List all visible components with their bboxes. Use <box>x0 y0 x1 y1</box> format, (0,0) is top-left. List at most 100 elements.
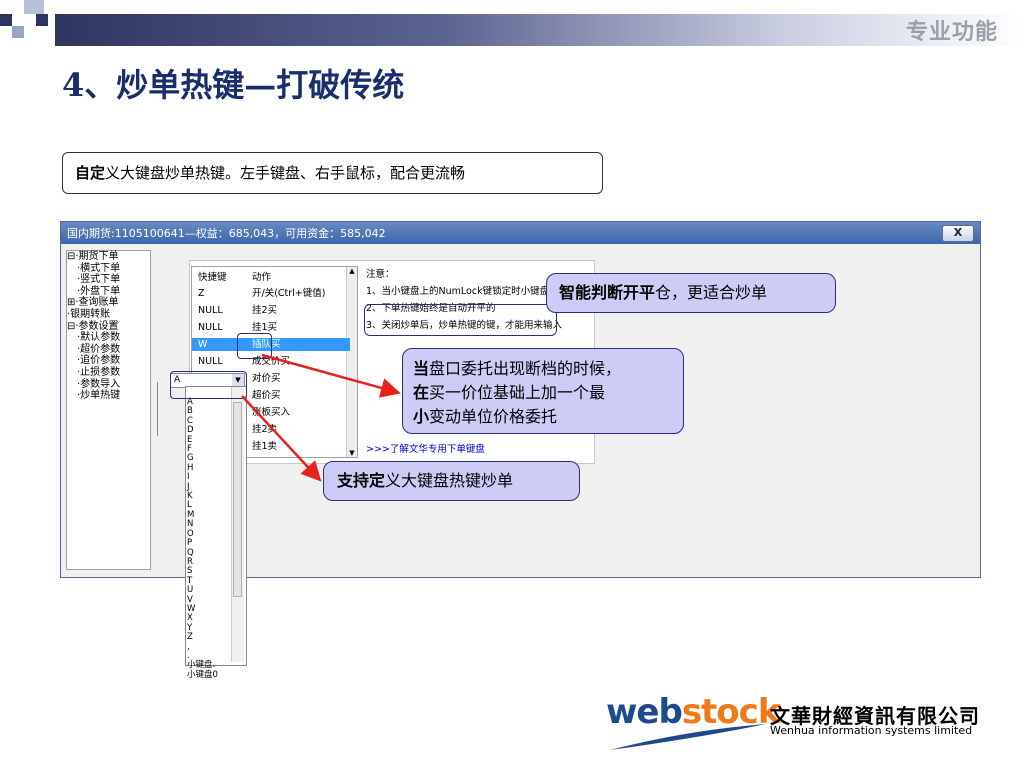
key-option[interactable]: G <box>187 453 194 464</box>
callout-smart-text: 仓，更适合炒单 <box>655 283 768 302</box>
col-header-action: 动作 <box>252 272 272 283</box>
tree-item[interactable]: ⊟·参数设置 <box>67 320 119 332</box>
key-option[interactable]: V <box>187 594 193 605</box>
company-name-cn: 文華財經資訊有限公司 <box>770 704 980 728</box>
key-option[interactable]: E <box>187 434 193 445</box>
tree-item[interactable]: ·默认参数 <box>67 332 121 344</box>
scroll-up-icon[interactable]: ▲ <box>349 267 355 275</box>
key-option[interactable]: Q <box>187 547 194 558</box>
dropdown-scrollbar[interactable] <box>231 387 244 662</box>
tree-item[interactable]: ·追价参数 <box>67 355 121 367</box>
window-title: 国内期货:1105100641—权益：685,043，可用资金：585,042 <box>67 227 386 240</box>
key-option[interactable]: U <box>187 585 194 596</box>
callout-custom-hotkey: 支持定义大键盘热键炒单 <box>323 461 580 501</box>
note-line: 1、当小键盘上的NumLock键锁定时小键盘上的值有效 <box>366 286 597 297</box>
scroll-down-icon[interactable]: ▼ <box>349 449 355 457</box>
callout-gap-order: 当盘口委托出现断档的时候， 在买一价位基础上加一个最 小变动单位价格委托 <box>402 348 684 434</box>
table-row[interactable]: NULL 挂2买 <box>192 304 350 317</box>
key-option[interactable]: X <box>187 613 193 624</box>
row-action: 挂1买 <box>252 322 278 333</box>
arrow-to-custom-callout <box>241 395 322 482</box>
row-key: Z <box>198 288 205 299</box>
key-option[interactable]: N <box>187 519 194 530</box>
key-option[interactable]: I <box>187 472 190 483</box>
key-option[interactable]: Z <box>187 632 193 643</box>
key-option[interactable]: K <box>187 491 193 502</box>
table-row[interactable]: 挂2卖 <box>192 423 350 436</box>
row-action: 插队买 <box>252 339 281 350</box>
key-option[interactable]: O <box>187 528 194 539</box>
nav-tree: ⊟·期货下单 ·横式下单 ·竖式下单 ·外盘下单⊞·查询账单·银期转账⊟·参数设… <box>66 250 151 570</box>
dropdown-scroll-thumb[interactable] <box>233 402 242 597</box>
key-option[interactable]: P <box>187 538 193 549</box>
table-row[interactable]: Z 开/关(Ctrl+键值) <box>192 287 350 300</box>
table-row[interactable]: 涨板买入 <box>192 406 350 419</box>
header-deco-square <box>24 0 44 14</box>
callout-gap-bold-1: 当 <box>413 359 430 378</box>
row-action: 开/关(Ctrl+键值) <box>252 288 326 299</box>
intro-box: 自定义大键盘炒单热键。左手键盘、右手鼠标，配合更流畅 <box>62 152 603 194</box>
tree-item[interactable]: ·止损参数 <box>67 366 121 378</box>
splitter[interactable] <box>154 382 158 436</box>
callout-smart-bold: 智能判断开平 <box>559 283 656 302</box>
key-option[interactable]: A <box>187 397 193 407</box>
row-action: 挂1卖 <box>252 441 278 452</box>
callout-gap-bold-3: 小 <box>413 407 430 426</box>
key-option[interactable]: W <box>187 603 196 614</box>
tree-item[interactable]: ·竖式下单 <box>67 274 121 286</box>
callout-gap-bold-2: 在 <box>413 383 430 402</box>
table-row[interactable]: 挂1卖 <box>192 440 350 453</box>
key-option[interactable]: C <box>187 415 193 426</box>
key-option[interactable]: R <box>187 556 193 567</box>
keyboard-link[interactable]: >>>了解文华专用下单键盘 <box>366 444 485 455</box>
key-option[interactable]: Y <box>187 622 193 633</box>
logo-swoosh <box>610 724 766 750</box>
slide-title: 4、炒单热键—打破传统 <box>62 66 405 104</box>
key-option[interactable]: S <box>187 566 193 577</box>
row-action: 对价买 <box>252 373 281 384</box>
row-key: NULL <box>198 305 223 316</box>
key-option[interactable]: B <box>187 406 193 417</box>
table-row[interactable]: 对价买 <box>192 372 350 385</box>
table-header: 快捷键 动作 <box>192 271 350 284</box>
key-option[interactable]: H <box>187 462 194 473</box>
callout-gap-line-2: 买一价位基础上加一个最 <box>429 383 606 402</box>
highlight-w-row <box>237 333 272 359</box>
chevron-down-icon[interactable]: ▼ <box>232 374 244 387</box>
tree-item[interactable]: ·横式下单 <box>67 262 121 274</box>
key-option[interactable]: D <box>187 425 194 436</box>
tree-item[interactable]: ·超价参数 <box>67 343 121 355</box>
row-key: NULL <box>198 322 223 333</box>
key-option[interactable]: J <box>187 481 190 492</box>
header-deco-square <box>12 26 24 38</box>
callout-gap-line-3: 变动单位价格委托 <box>429 407 558 426</box>
header-label: 专业功能 <box>905 20 998 45</box>
key-option[interactable]: M <box>187 509 195 520</box>
row-action: 成交价买 <box>252 356 291 367</box>
close-button[interactable]: X <box>942 225 974 242</box>
tree-item[interactable]: ·外盘下单 <box>67 285 121 297</box>
key-option[interactable]: T <box>187 575 193 586</box>
table-row[interactable]: 超价买 <box>192 389 350 402</box>
note-line: 2、下单热键始终是自动开平的 <box>366 303 496 314</box>
key-select-value: A <box>174 375 181 385</box>
intro-text: 义大键盘炒单热键。左手键盘、右手鼠标，配合更流畅 <box>105 164 466 182</box>
row-action: 挂2卖 <box>252 424 278 435</box>
table-scrollbar[interactable]: ▲ ▼ <box>346 267 357 457</box>
key-option[interactable]: F <box>187 444 192 455</box>
tree-item[interactable]: ·银期转账 <box>67 308 111 320</box>
tree-item[interactable]: ·炒单热键 <box>67 390 121 402</box>
tree-item[interactable]: ⊞·查询账单 <box>67 297 119 309</box>
tree-item[interactable]: ·参数导入 <box>67 378 121 390</box>
tree-item[interactable]: ⊟·期货下单 <box>67 251 119 262</box>
table-row[interactable]: NULL 挂1买 <box>192 321 350 334</box>
key-option[interactable]: . <box>187 650 190 661</box>
key-option[interactable]: , <box>187 641 190 652</box>
key-option[interactable]: L <box>187 500 192 511</box>
row-action: 挂2买 <box>252 305 278 316</box>
arrow-to-gap-callout <box>261 353 401 398</box>
callout-custom-text: 义大键盘热键炒单 <box>385 471 514 490</box>
